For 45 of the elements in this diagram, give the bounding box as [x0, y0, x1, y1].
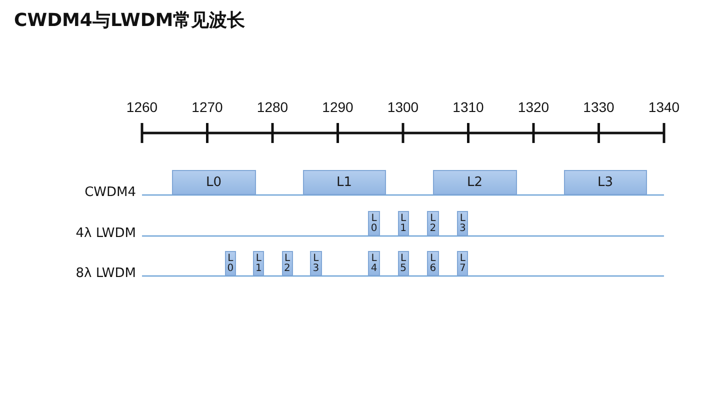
band-label: L1 — [256, 254, 262, 274]
wavelength-band — [427, 211, 439, 236]
band-label: L7 — [459, 254, 466, 274]
band-label: L2 — [430, 214, 436, 234]
wavelength-band — [368, 251, 380, 276]
row-label: CWDM4 — [84, 185, 136, 201]
wavelength-band — [282, 251, 293, 276]
band-label: L3 — [312, 254, 320, 274]
band-label: L6 — [430, 254, 436, 274]
tick-label: 1310 — [452, 99, 484, 116]
wavelength-band — [427, 251, 439, 276]
wavelength-band — [172, 170, 256, 195]
tick-label: 1340 — [648, 99, 680, 116]
band-label: L0 — [206, 174, 222, 190]
band-label: L1 — [400, 214, 406, 234]
tick-label: 1320 — [518, 99, 550, 116]
band-label: L1 — [336, 174, 352, 190]
row-label: 4λ LWDM — [76, 226, 136, 242]
tick-label: 1270 — [192, 99, 223, 116]
tick-label: 1280 — [256, 99, 288, 116]
wavelength-band — [398, 211, 410, 236]
band-label: L0 — [227, 254, 234, 274]
band-label: L4 — [370, 254, 378, 274]
wavelength-band — [433, 170, 517, 195]
wavelength-band — [253, 251, 264, 276]
wavelength-band — [398, 251, 410, 276]
wavelength-band — [368, 211, 380, 236]
wavelength-band — [224, 251, 236, 276]
row-label: 8λ LWDM — [76, 266, 136, 282]
wavelength-band — [310, 251, 322, 276]
tick-label: 1290 — [322, 99, 354, 116]
tick-label: 1260 — [126, 99, 158, 116]
tick-label: 1300 — [387, 99, 419, 116]
band-label: L3 — [598, 174, 614, 190]
wavelength-band — [456, 251, 468, 276]
wavelength-band — [456, 211, 468, 236]
diagram-title: CWDM4与LWDM常见波长 — [14, 9, 246, 33]
band-label: L2 — [467, 174, 483, 190]
band-label: L3 — [459, 214, 466, 234]
tick-label: 1330 — [583, 99, 614, 116]
wavelength-band — [302, 170, 386, 195]
band-label: L2 — [284, 254, 290, 274]
band-label: L0 — [370, 214, 378, 234]
wavelength-band — [564, 170, 648, 195]
band-label: L5 — [400, 254, 406, 274]
